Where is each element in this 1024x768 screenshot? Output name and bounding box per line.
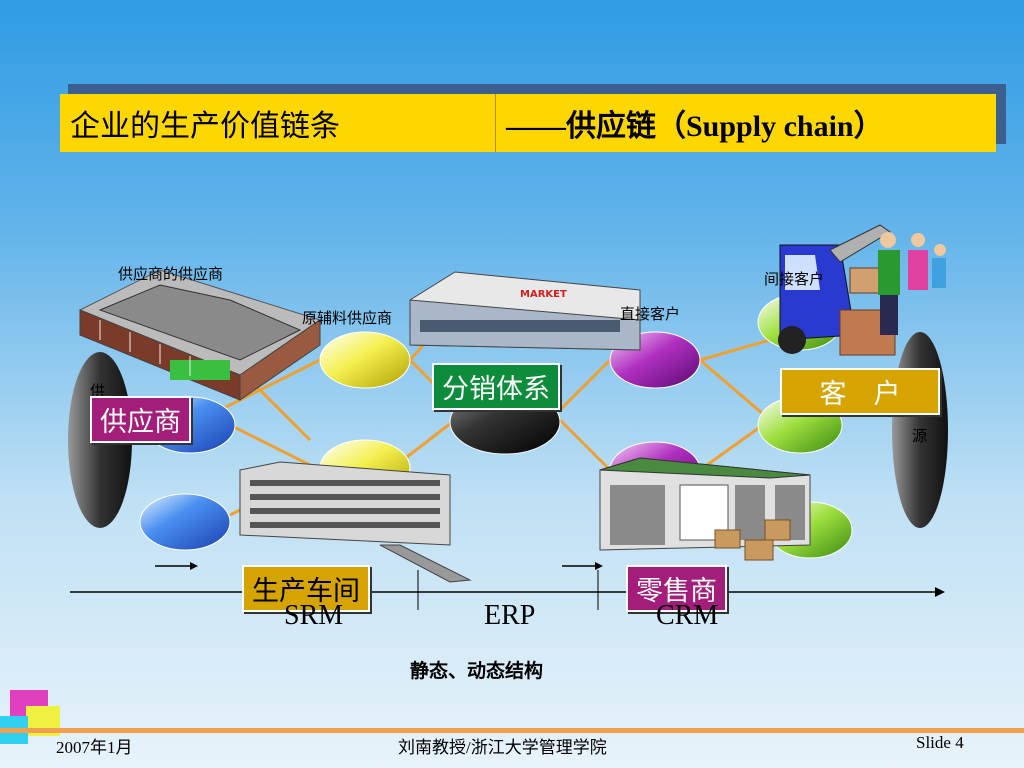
timeline-arrowhead: [935, 587, 945, 597]
axis-label-crm: CRM: [656, 600, 719, 631]
footer-date: 2007年1月: [56, 738, 133, 757]
footer-slide-number: Slide 4: [916, 733, 964, 752]
supplier-node-2: [139, 493, 231, 551]
tag-supplier: 供应商: [90, 396, 191, 443]
diagram-caption: 静态、动态结构: [410, 660, 544, 682]
footer-divider: [0, 728, 1024, 733]
label-right-side: 源: [912, 427, 928, 445]
label-supplier-of-supplier: 供应商的供应商: [118, 265, 224, 283]
warehouse-illustration: [78, 269, 322, 401]
axis-label-erp: ERP: [484, 600, 536, 631]
tag-retailer: 零售商: [626, 565, 727, 612]
raw-supplier-node-1: [319, 331, 411, 389]
label-left-side: 供: [90, 382, 106, 400]
axis-label-srm: SRM: [284, 600, 344, 631]
label-direct-customer: 直接客户: [620, 305, 681, 323]
footer-author: 刘南教授/浙江大学管理学院: [398, 738, 607, 757]
tag-workshop: 生产车间: [242, 565, 370, 612]
label-indirect-customer: 间接客户: [764, 270, 825, 288]
title-bar: 企业的生产价值链条 ——供应链（Supply chain）: [60, 94, 996, 152]
market-illustration: MARKET: [409, 271, 641, 351]
tag-customer: 客 户: [780, 368, 940, 415]
market-sign: MARKET: [520, 289, 567, 300]
storage-illustration: [599, 457, 811, 561]
tag-distribution: 分销体系: [432, 363, 560, 410]
title-right: ——供应链（Supply chain）: [495, 94, 884, 152]
truck-customers-illustration: [778, 224, 946, 356]
factory-illustration: [239, 461, 472, 583]
label-raw-supplier: 原辅料供应商: [302, 309, 393, 327]
title-left: 企业的生产价值链条: [70, 110, 340, 143]
